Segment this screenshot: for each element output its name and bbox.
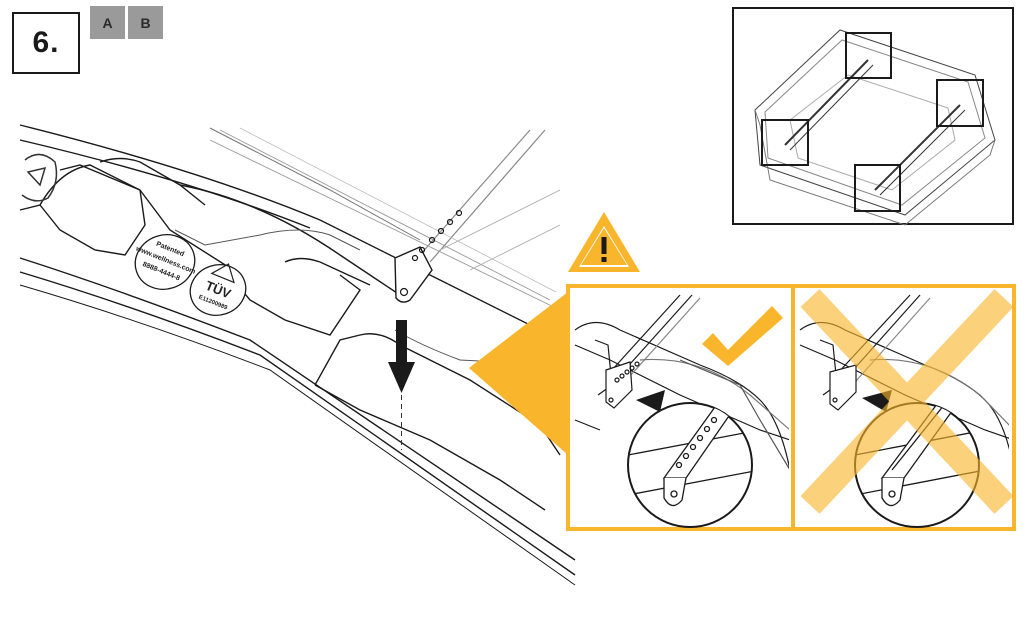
callout-pointer xyxy=(469,292,568,455)
variant-badge-a: A xyxy=(90,6,125,39)
warning-triangle-icon xyxy=(568,212,640,272)
cross-icon xyxy=(800,289,1014,514)
step-number-box: 6. xyxy=(12,12,80,74)
patent-sticker: Patented www.wellness.com 8888-4444-8 xyxy=(134,234,196,290)
variant-badge-b: B xyxy=(128,6,163,39)
mount-point-markers xyxy=(761,32,984,212)
tuv-triangle-icon xyxy=(210,263,235,284)
step-number: 6. xyxy=(32,26,60,59)
overview-inset xyxy=(732,7,1014,226)
correct-panel xyxy=(574,294,789,470)
checkmark-icon xyxy=(702,306,783,366)
tub-edge-drawing xyxy=(19,124,581,586)
zoom-pointer-left xyxy=(636,390,665,412)
tuv-sticker: TÜV E11200989 xyxy=(189,263,247,316)
down-arrow-icon xyxy=(388,320,415,450)
recycle-logo-icon xyxy=(21,153,58,202)
cross-bar xyxy=(209,127,561,311)
